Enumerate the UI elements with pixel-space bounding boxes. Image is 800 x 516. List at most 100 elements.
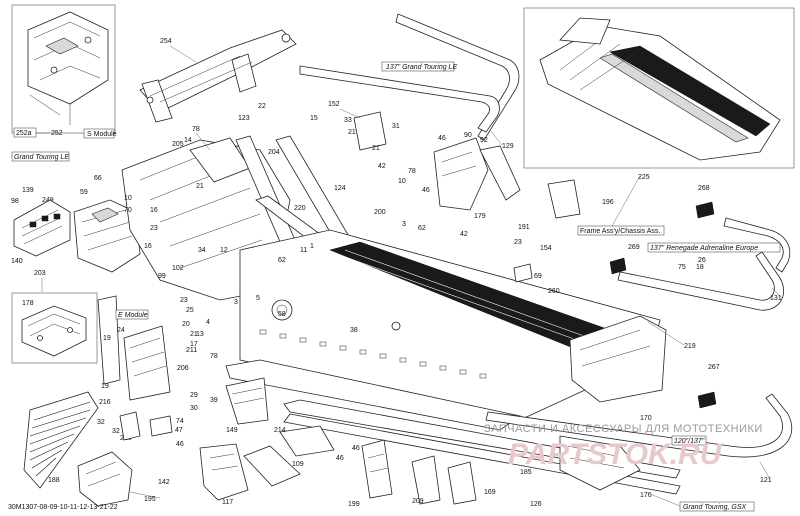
svg-text:140: 140 — [11, 258, 23, 265]
part-254-support: 254 — [139, 29, 297, 123]
label-renegade-137: 137" Renegade Adrenaline Europe — [650, 245, 758, 252]
svg-text:195: 195 — [144, 496, 156, 503]
svg-text:74: 74 — [176, 418, 184, 425]
svg-text:34: 34 — [198, 247, 206, 254]
svg-text:42: 42 — [460, 231, 468, 238]
svg-text:131: 131 — [770, 295, 782, 302]
svg-text:216: 216 — [99, 399, 111, 406]
svg-text:4: 4 — [206, 319, 210, 326]
svg-text:38: 38 — [350, 327, 358, 334]
diagram-reference: 30M1307-08-09-10-11-12-13-21-22 — [8, 504, 118, 511]
svg-text:249: 249 — [42, 197, 54, 204]
svg-text:31: 31 — [392, 123, 400, 130]
running-board-parts: 149 39 — [210, 359, 521, 434]
svg-text:268: 268 — [698, 185, 710, 192]
svg-text:214: 214 — [274, 427, 286, 434]
bottom-brackets: 117 109 214 199 209 169 126 46 46 — [199, 425, 542, 508]
leader-lines — [41, 45, 783, 507]
svg-text:46: 46 — [352, 445, 360, 452]
right-mid-parts: 179 46 90 92 78 46 196 154 23 69 191 260… — [328, 101, 696, 350]
svg-text:260: 260 — [548, 288, 560, 295]
svg-text:75: 75 — [678, 264, 686, 271]
watermark-caption: ЗАПЧАСТИ И АКСЕССУАРЫ ДЛЯ МОТОТЕХНИКИ — [484, 423, 763, 435]
svg-text:185: 185 — [520, 469, 532, 476]
inset-chassis-overview — [523, 7, 795, 169]
svg-text:14: 14 — [184, 137, 192, 144]
label-frame-assy: Frame Ass'y/Chassis Ass. — [580, 228, 660, 235]
svg-text:200: 200 — [374, 209, 386, 216]
svg-text:98: 98 — [11, 198, 19, 205]
svg-text:269: 269 — [628, 244, 640, 251]
svg-text:204: 204 — [268, 149, 280, 156]
svg-text:23: 23 — [150, 225, 158, 232]
svg-text:188: 188 — [48, 477, 60, 484]
svg-text:33: 33 — [344, 117, 352, 124]
svg-text:3: 3 — [234, 299, 238, 306]
bottom-runner: 170 — [283, 399, 681, 495]
label-e-module: E Module — [118, 312, 148, 319]
svg-text:121: 121 — [760, 477, 772, 484]
svg-text:170: 170 — [640, 415, 652, 422]
svg-text:66: 66 — [94, 175, 102, 182]
label-grand-touring-le-left: Grand Touring LE — [14, 154, 69, 161]
svg-text:47: 47 — [175, 427, 183, 434]
svg-text:32: 32 — [112, 428, 120, 435]
svg-text:39: 39 — [210, 397, 218, 404]
watermark: PARTSTOK.RU ЗАПЧАСТИ И АКСЕССУАРЫ ДЛЯ МО… — [484, 423, 763, 471]
svg-text:62: 62 — [418, 225, 426, 232]
inset-203: 203 178 — [11, 270, 98, 364]
svg-text:17: 17 — [190, 341, 198, 348]
label-grand-touring-gsx: Grand Touring, GSX — [683, 504, 746, 511]
grand-touring-le-left-group: Grand Touring LE 139 98 249 140 — [11, 151, 141, 273]
svg-text:199: 199 — [348, 501, 360, 508]
svg-text:211: 211 — [186, 347, 197, 354]
left-lower-parts: 188 195 142 24 19 19 216 32 32 210 206 2… — [23, 295, 198, 507]
svg-text:99: 99 — [158, 273, 166, 280]
rail-grand-touring-le: 137" Grand Touring LE 129 — [299, 13, 520, 150]
svg-text:16: 16 — [144, 243, 152, 250]
svg-text:191: 191 — [518, 224, 530, 231]
svg-text:18: 18 — [696, 264, 704, 271]
svg-text:169: 169 — [484, 489, 496, 496]
rail-lower-right: 267 120"/137" 121 176 Grand Touring, GSX… — [485, 364, 793, 512]
svg-text:78: 78 — [192, 126, 200, 133]
svg-text:149: 149 — [226, 427, 238, 434]
svg-text:109: 109 — [292, 461, 304, 468]
rail-renegade: 137" Renegade Adrenaline Europe 268 269 … — [609, 185, 791, 311]
svg-text:24: 24 — [117, 327, 125, 334]
svg-text:129: 129 — [502, 143, 514, 150]
label-120-137: 120"/137" — [674, 438, 705, 445]
svg-text:3: 3 — [402, 221, 406, 228]
svg-text:126: 126 — [530, 501, 542, 508]
svg-text:69: 69 — [534, 273, 542, 280]
svg-text:78: 78 — [210, 353, 218, 360]
svg-text:203: 203 — [34, 270, 46, 277]
svg-text:46: 46 — [336, 455, 344, 462]
svg-text:152: 152 — [328, 101, 340, 108]
svg-text:16: 16 — [150, 207, 158, 214]
svg-text:102: 102 — [172, 265, 184, 272]
svg-text:123: 123 — [238, 115, 250, 122]
label-252a: 252a — [16, 130, 32, 137]
svg-text:10: 10 — [398, 178, 406, 185]
svg-text:59: 59 — [80, 189, 88, 196]
svg-text:21: 21 — [190, 331, 198, 338]
svg-text:46: 46 — [422, 187, 430, 194]
svg-text:23: 23 — [514, 239, 522, 246]
svg-text:92: 92 — [480, 137, 488, 144]
label-s-module: S Module — [87, 131, 117, 138]
label-grand-touring-le-137: 137" Grand Touring LE — [386, 64, 457, 71]
svg-text:26: 26 — [698, 257, 706, 264]
svg-text:19: 19 — [103, 335, 111, 342]
svg-text:32: 32 — [97, 419, 105, 426]
frame-callouts: 78 14 205 22 123 204 15 66 59 10 70 16 2… — [80, 103, 468, 360]
svg-text:19: 19 — [101, 383, 109, 390]
svg-text:62: 62 — [278, 257, 286, 264]
svg-text:225: 225 — [638, 174, 650, 181]
svg-text:70: 70 — [124, 207, 132, 214]
svg-text:29: 29 — [190, 392, 198, 399]
svg-text:46: 46 — [176, 441, 184, 448]
frame-assy-group: 225 Frame Ass'y/Chassis Ass. — [577, 174, 665, 236]
svg-text:10: 10 — [124, 195, 132, 202]
svg-text:176: 176 — [640, 492, 652, 499]
